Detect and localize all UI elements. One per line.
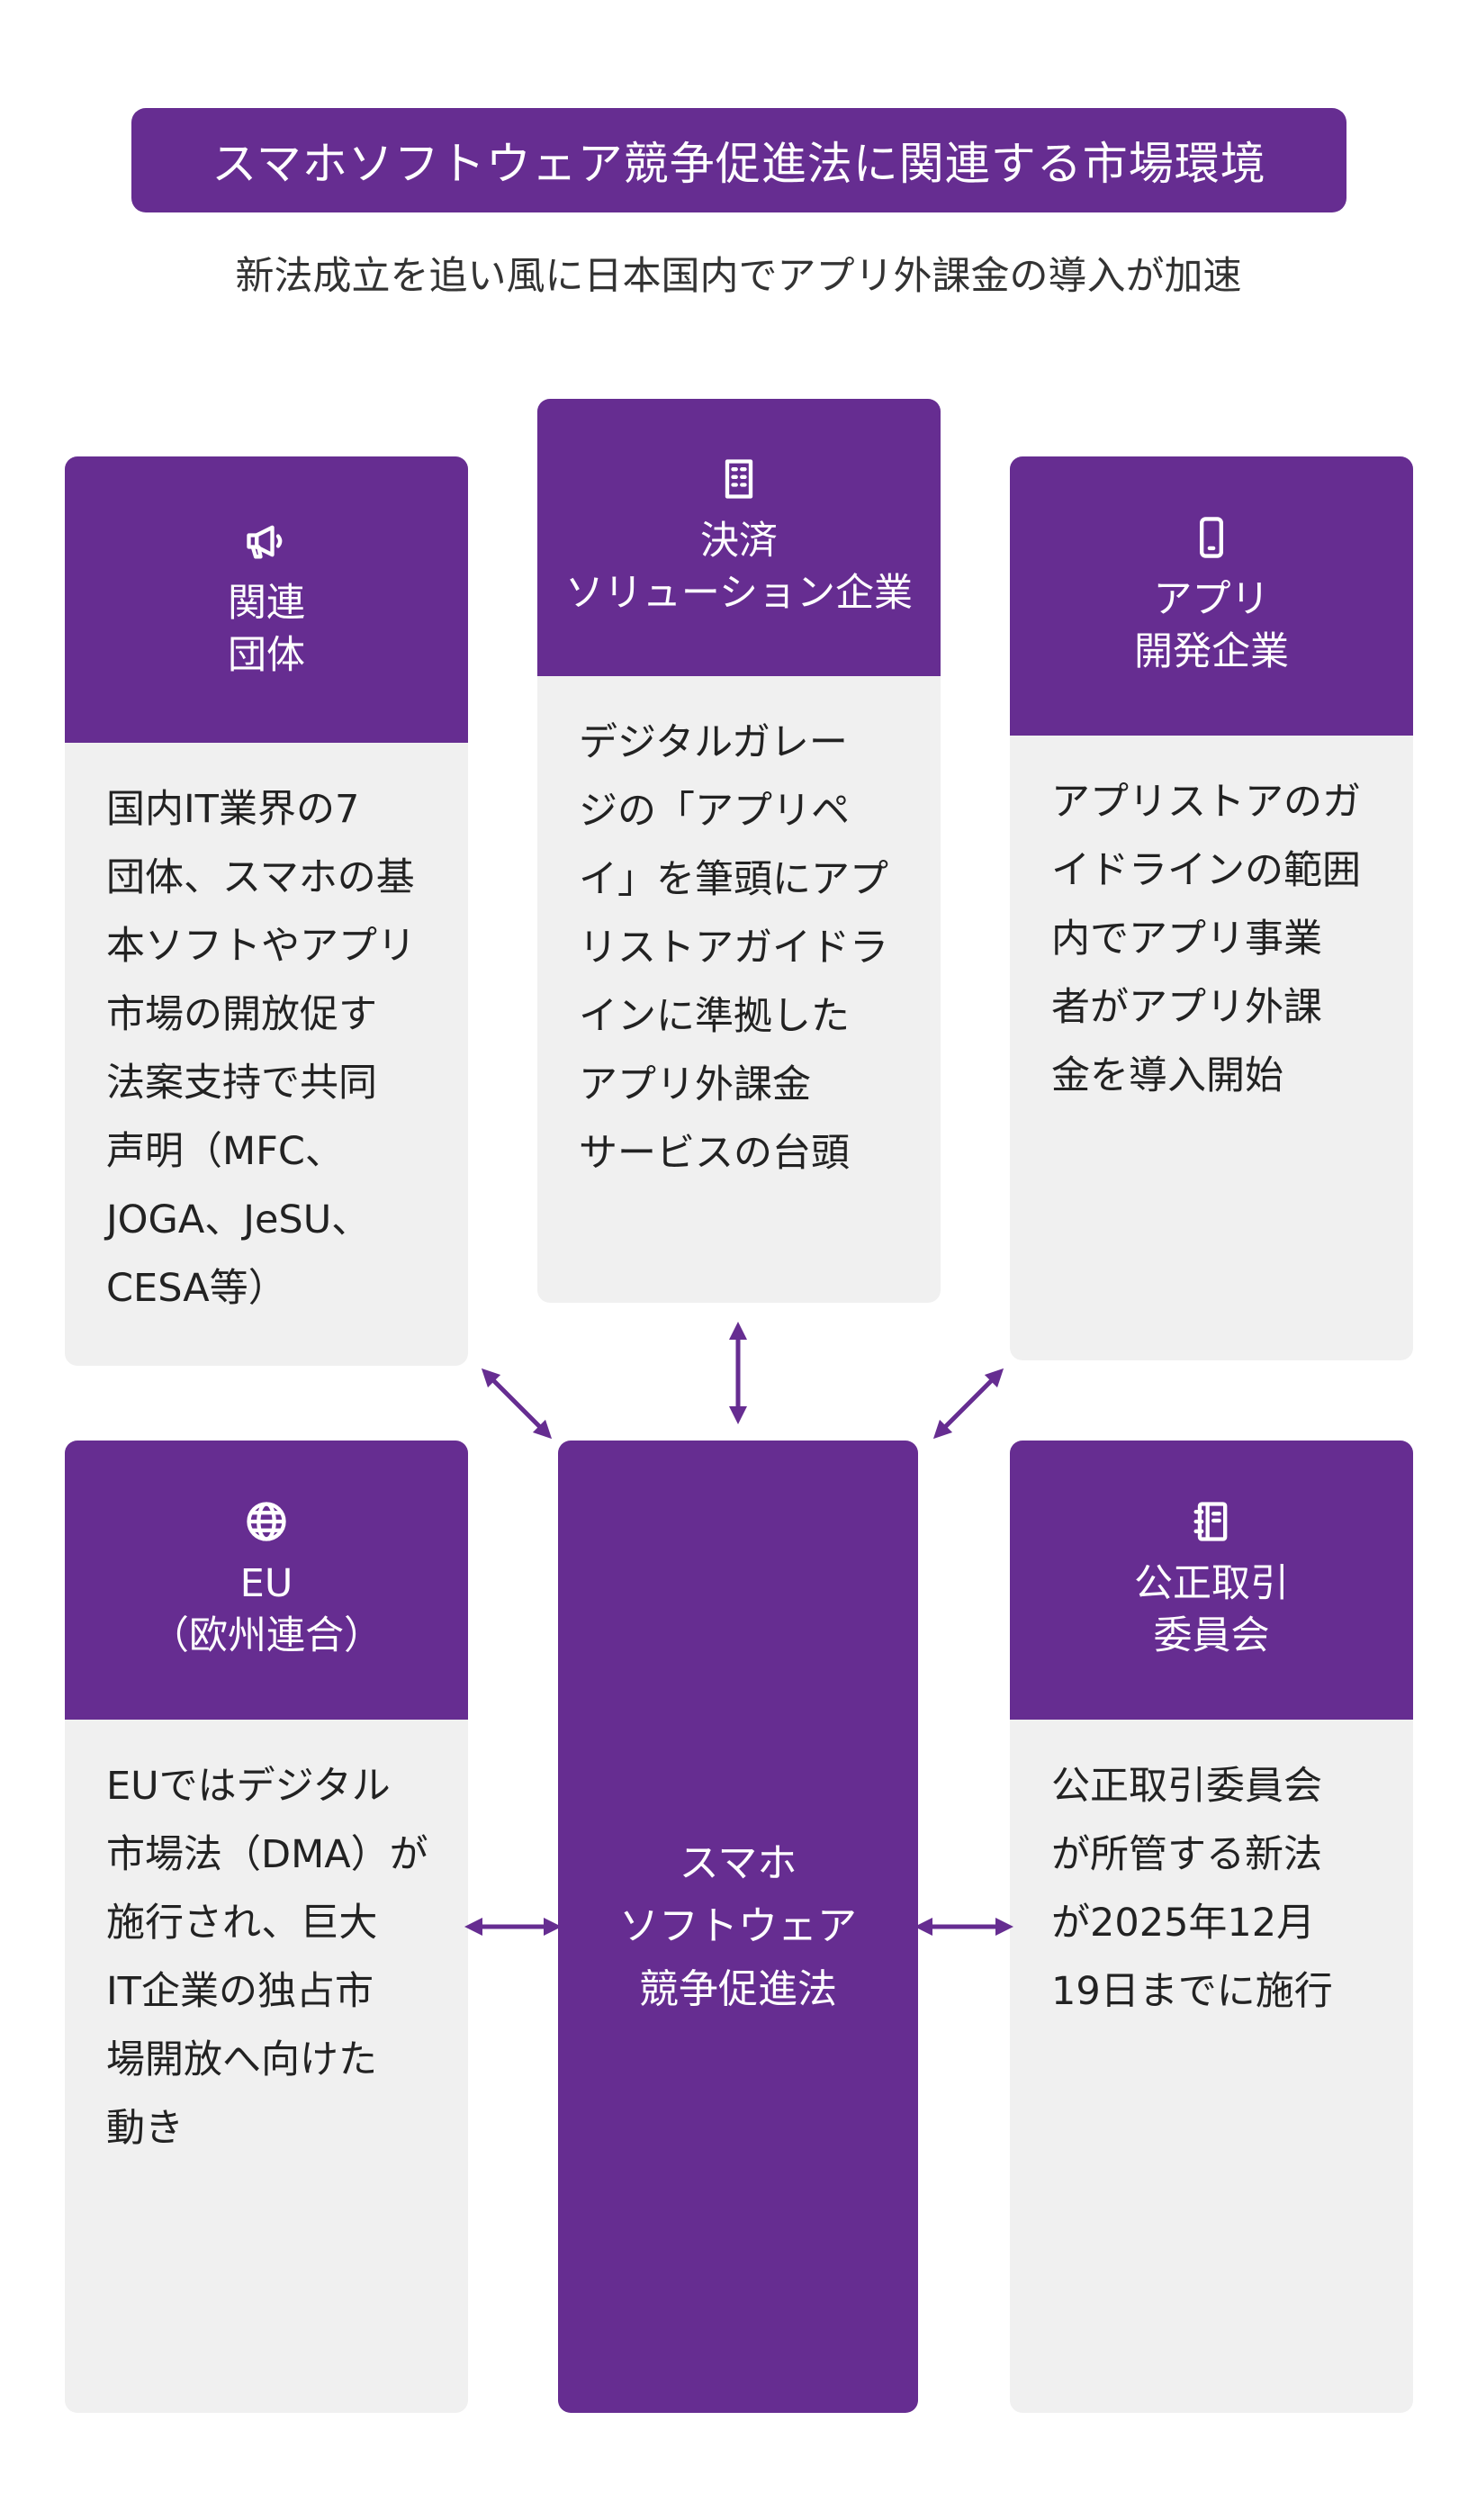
card-header: 決済 ソリューション企業 xyxy=(537,399,941,676)
arrow-industry-groups-center xyxy=(481,1368,553,1440)
page-title: スマホソフトウェア競争促進法に関連する市場環境 xyxy=(212,138,1266,190)
page-subtitle: 新法成立を追い風に日本国内でアプリ外課金の導入が加速 xyxy=(235,254,1242,299)
card-industry-groups: 関連 団体 国内IT業界の7 団体、スマホの基 本ソフトやアプリ 市場の開放促す… xyxy=(65,456,468,1366)
card-header: 関連 団体 xyxy=(65,456,468,743)
arrow-app-developers-center xyxy=(932,1368,1004,1440)
center-law-box: スマホ ソフトウェア 競争促進法 xyxy=(558,1441,918,2413)
card-header: EU （欧州連合） xyxy=(65,1441,468,1720)
card-header: 公正取引 委員会 xyxy=(1010,1441,1413,1720)
building-icon xyxy=(725,459,753,499)
card-body: 公正取引委員会 が所管する新法 が2025年12月 19日までに施行 xyxy=(1051,1764,1333,2014)
card-body: アプリストアのガ イドラインの範囲 内でアプリ事業 者がアプリ外課 金を導入開始 xyxy=(1051,780,1361,1098)
title-banner: スマホソフトウェア競争促進法に関連する市場環境 xyxy=(131,108,1346,212)
card-label: 決済 ソリューション企業 xyxy=(564,519,914,616)
card-body: EUではデジタル 市場法（DMA）が 施行され、巨大 IT企業の独占市 場開放へ… xyxy=(106,1764,428,2151)
card-jftc: 公正取引 委員会 公正取引委員会 が所管する新法 が2025年12月 19日まで… xyxy=(1010,1441,1413,2413)
notebook-icon xyxy=(1193,1502,1228,1541)
card-label: アプリ 開発企業 xyxy=(1134,577,1289,674)
card-body: デジタルガレー ジの「アプリペ イ」を筆頭にアプ リストアガイドラ インに準拠し… xyxy=(579,720,888,1176)
center-label: スマホ ソフトウェア 競争促進法 xyxy=(619,1840,857,2012)
card-payment-solutions: 決済 ソリューション企業 デジタルガレー ジの「アプリペ イ」を筆頭にアプ リス… xyxy=(537,399,941,1303)
card-eu: EU （欧州連合） EUではデジタル 市場法（DMA）が 施行され、巨大 IT企… xyxy=(65,1441,468,2413)
card-body: 国内IT業界の7 団体、スマホの基 本ソフトやアプリ 市場の開放促す 法案支持で… xyxy=(106,787,416,1311)
card-label: 関連 団体 xyxy=(228,581,305,678)
card-label: 公正取引 委員会 xyxy=(1134,1561,1289,1658)
card-header: アプリ 開発企業 xyxy=(1010,456,1413,736)
card-app-developers: アプリ 開発企業 アプリストアのガ イドラインの範囲 内でアプリ事業 者がアプリ… xyxy=(1010,456,1413,1360)
globe-icon xyxy=(247,1502,286,1541)
smartphone-icon xyxy=(1200,517,1223,558)
card-label: EU （欧州連合） xyxy=(150,1561,383,1658)
megaphone-icon xyxy=(247,525,283,559)
